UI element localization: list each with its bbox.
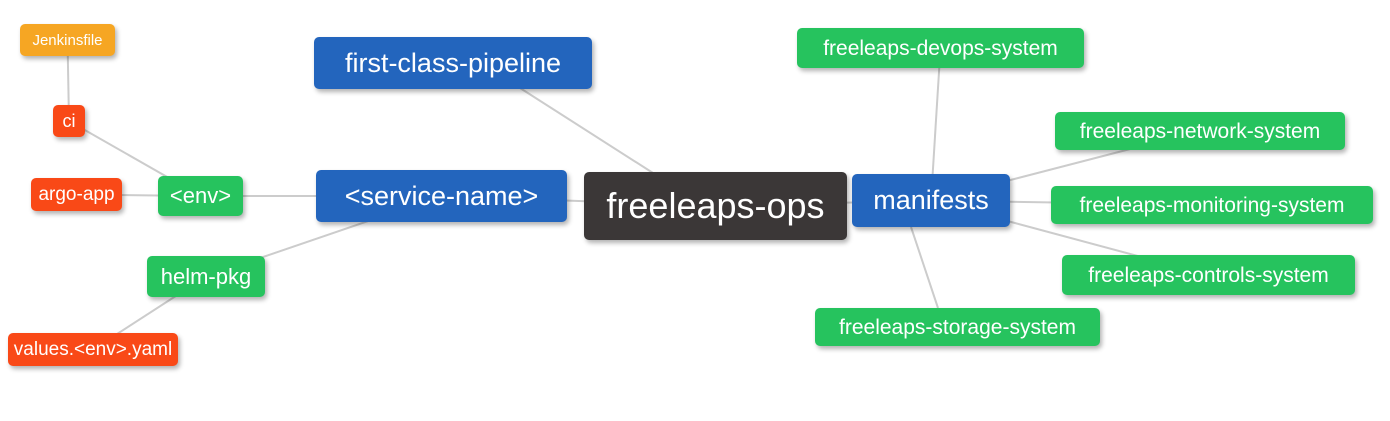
node-manifests[interactable]: manifests [852,174,1010,227]
node-freeleaps-network-system[interactable]: freeleaps-network-system [1055,112,1345,150]
node-ci[interactable]: ci [53,105,85,137]
node-freeleaps-ops-root[interactable]: freeleaps-ops [584,172,847,240]
edge-first_class_pipeline-freeleaps_ops [519,87,654,174]
node-freeleaps-storage-system[interactable]: freeleaps-storage-system [815,308,1100,346]
node-freeleaps-monitoring-system[interactable]: freeleaps-monitoring-system [1051,186,1373,224]
node-service-name[interactable]: <service-name> [316,170,567,222]
node-helm-pkg[interactable]: helm-pkg [147,256,265,297]
node-values-env-yaml[interactable]: values.<env>.yaml [8,333,178,366]
node-jenkinsfile[interactable]: Jenkinsfile [20,24,115,56]
node-freeleaps-devops-system[interactable]: freeleaps-devops-system [797,28,1084,68]
node-first-class-pipeline[interactable]: first-class-pipeline [314,37,592,89]
node-freeleaps-controls-system[interactable]: freeleaps-controls-system [1062,255,1355,295]
node-argo-app[interactable]: argo-app [31,178,122,211]
node-env[interactable]: <env> [158,176,243,216]
edge-manifests-storage_system [910,226,939,309]
